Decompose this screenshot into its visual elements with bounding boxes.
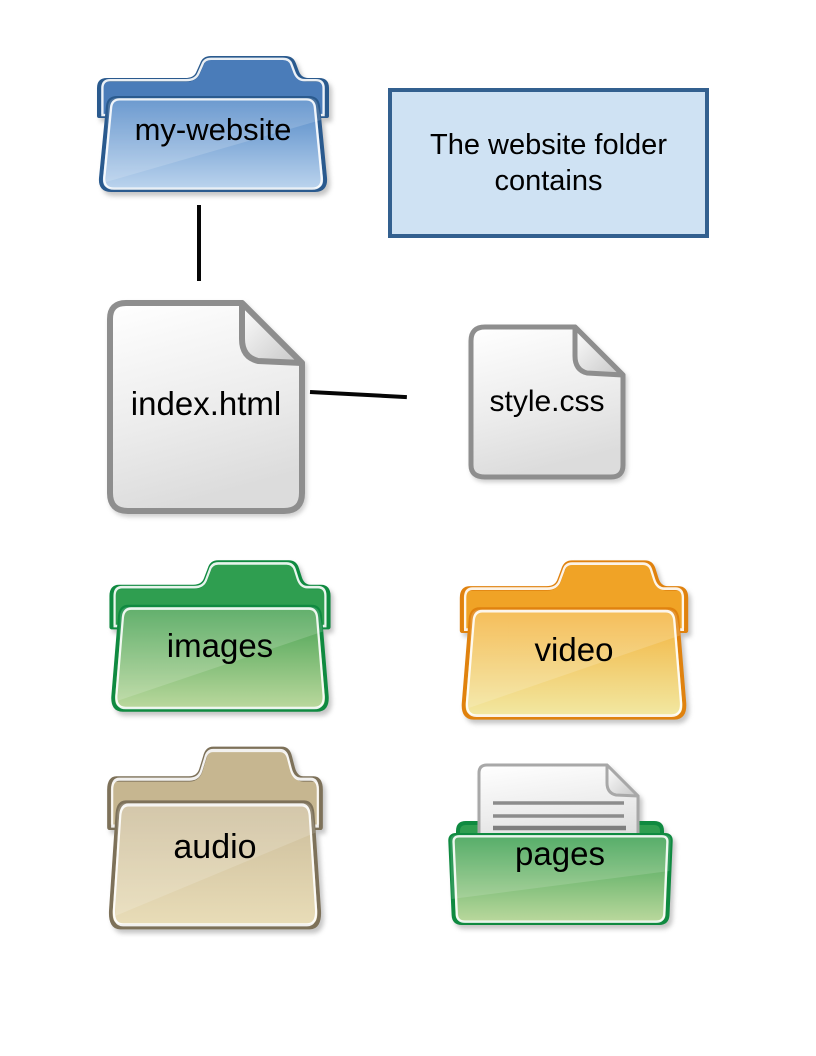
note-text: The website folder contains [430,128,667,197]
folder-icon-my-website [97,56,329,192]
connector-index-to-style [309,390,407,400]
subfolder-pages: pages [440,756,680,936]
subfolder-images: images [98,558,342,714]
folder-icon-images [109,560,331,712]
document-icon-index-html [107,300,305,514]
connector-root-to-index [197,205,201,281]
folder-icon-video [459,560,689,720]
document-icon-style-css [468,324,626,480]
file-style-css: style.css [465,321,629,483]
folder-icon-pages [448,763,673,925]
file-index-html: index.html [102,295,310,519]
subfolder-audio: audio [96,744,334,932]
folder-icon-audio [107,746,323,930]
subfolder-video: video [448,558,700,722]
note-box: The website folder contains [388,88,709,238]
root-folder-my-website: my-website [85,54,341,194]
